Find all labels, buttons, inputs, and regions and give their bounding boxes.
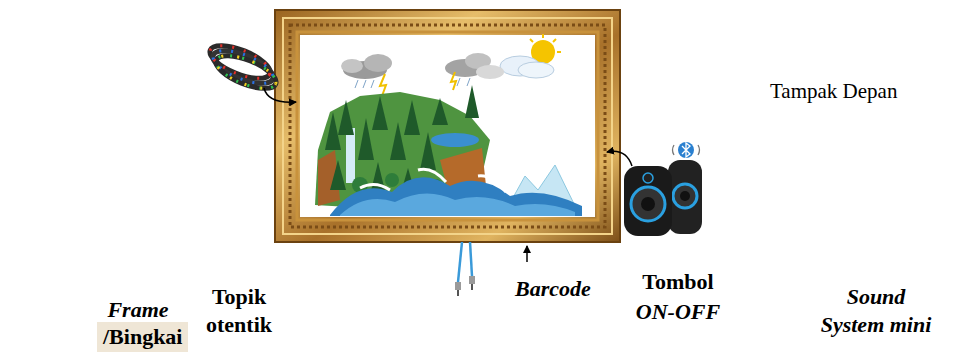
led-strip-part [212,49,280,95]
weather-clouds-part [380,74,386,96]
weather-clouds-part-part [542,34,544,38]
mini-speakers-part [643,173,653,183]
led-strip-part [206,39,274,85]
weather-clouds-part-part [557,51,561,53]
part-label: ON-OFF [632,298,724,326]
forest-island-part [431,133,479,147]
picture-frame [275,10,620,242]
audio-cable-part [471,284,473,290]
forest-island-part [346,128,355,183]
sea-waves [330,165,582,216]
mini-speakers-part [624,166,672,236]
forest-island-part-part [432,98,448,125]
weather-clouds-part-part [457,78,460,86]
weather-clouds-part-part [553,39,556,42]
forest-island-part [325,85,479,196]
audio-cable-part [469,276,475,284]
audio-cable-part [470,242,472,276]
weather-clouds-part-part [530,39,533,42]
view-title: Tampak Depan [770,78,897,104]
mini-speakers-part [641,197,655,211]
weather-clouds [341,34,561,96]
led-strip-part [212,49,280,95]
weather-clouds-part [518,62,554,78]
part-label: Barcode [515,275,591,303]
led-strip-part [212,49,280,95]
weather-clouds-part [476,65,504,79]
forest-island-part-part [325,112,341,150]
barcode-pointer-part [526,246,528,262]
weather-clouds-part [341,59,363,73]
picture-frame-part [290,25,605,227]
sea-waves-part [360,169,506,192]
picture-frame-part [300,35,595,217]
mini-speakers-part [631,187,665,221]
barcode-pointer [527,246,528,262]
mini-speakers-part [680,191,690,201]
forest-island-part-part [420,132,436,170]
part-label: Tombol [632,268,724,296]
mini-speakers-part [607,151,632,166]
weather-clouds-part [530,34,561,52]
forest-island-part-part [390,122,406,160]
bluetooth-icon-part [673,145,700,155]
sea-waves-part [330,177,582,216]
forest-island-part-part [372,96,388,130]
forest-island-part-part [465,85,479,118]
picture-frame-part [283,18,612,234]
picture-frame-part [297,32,598,220]
weather-clouds-part [364,54,392,72]
weather-clouds-part [451,72,456,90]
part-label: Frame [96,296,180,324]
led-strip-part [264,88,296,102]
part-label: Sound System mini [815,283,937,338]
weather-clouds-part-part [467,78,470,86]
forest-island-part-part [358,118,374,160]
mini-speakers [607,151,702,236]
picture-frame-part [275,10,620,242]
part-label: Topik otentik [196,283,282,338]
audio-cable [455,242,475,296]
audio-cable-part [455,282,461,290]
sea-waves-part [340,193,575,216]
weather-clouds-part-part [355,80,358,88]
part-label: /Bingkai [97,322,188,352]
forest-island-part-part [338,100,354,135]
weather-clouds-part-part [363,80,366,88]
led-strip [206,39,296,102]
bluetooth-icon-part [678,142,694,158]
mini-speakers-part [673,184,697,208]
audio-cable-part [458,242,462,282]
forest-island-part-part [330,160,346,190]
bluetooth-icon-part [682,143,690,157]
bluetooth-icon [673,142,700,158]
forest-island-part-part [385,173,399,187]
forest-island-part-part [404,100,420,135]
weather-clouds-part-part [371,80,374,88]
audio-cable-part [457,290,459,296]
mini-speakers-part [668,160,702,234]
